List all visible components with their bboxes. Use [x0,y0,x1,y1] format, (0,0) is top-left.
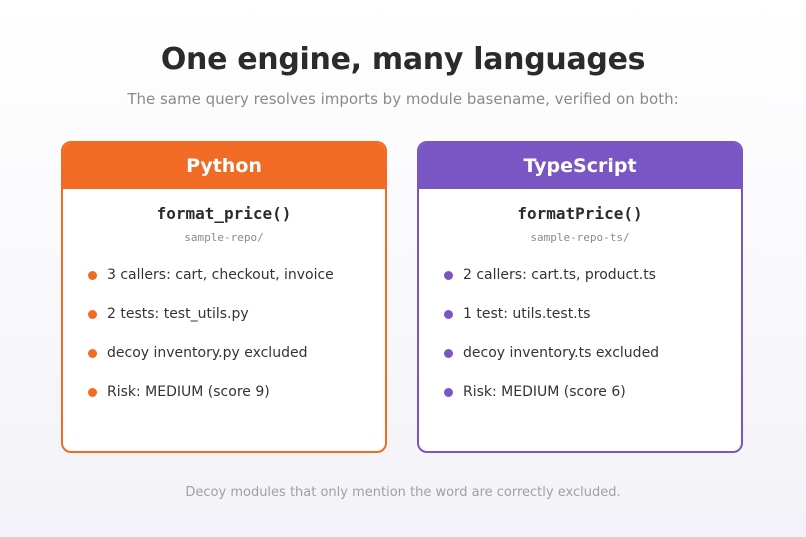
bullet-dot-icon [88,271,97,280]
python-risk-text: Risk: MEDIUM (score 9) [107,384,270,400]
python-function-name: format_price() [156,204,292,223]
typescript-tests-item: 1 test: utils.test.ts [443,303,741,342]
footer-note: Decoy modules that only mention the word… [185,485,621,500]
typescript-repo-path: sample-repo-ts/ [530,231,630,244]
typescript-tests-text: 1 test: utils.test.ts [463,306,591,322]
python-card: Python format_price() sample-repo/ 3 cal… [61,141,387,453]
page-title: One engine, many languages [160,42,646,77]
bullet-dot-icon [88,310,97,319]
typescript-callers-item: 2 callers: cart.ts, product.ts [443,264,741,303]
bullet-dot-icon [444,388,453,397]
python-result-list: 3 callers: cart, checkout, invoice 2 tes… [63,264,385,420]
page-subtitle: The same query resolves imports by modul… [127,90,679,108]
python-decoy-text: decoy inventory.py excluded [107,345,308,361]
python-risk-item: Risk: MEDIUM (score 9) [87,381,385,420]
typescript-card: TypeScript formatPrice() sample-repo-ts/… [417,141,743,453]
python-callers-text: 3 callers: cart, checkout, invoice [107,267,334,283]
python-tests-item: 2 tests: test_utils.py [87,303,385,342]
python-decoy-item: decoy inventory.py excluded [87,342,385,381]
typescript-risk-item: Risk: MEDIUM (score 6) [443,381,741,420]
bullet-dot-icon [444,271,453,280]
typescript-decoy-item: decoy inventory.ts excluded [443,342,741,381]
typescript-result-list: 2 callers: cart.ts, product.ts 1 test: u… [419,264,741,420]
bullet-dot-icon [444,349,453,358]
bullet-dot-icon [444,310,453,319]
python-callers-item: 3 callers: cart, checkout, invoice [87,264,385,303]
typescript-decoy-text: decoy inventory.ts excluded [463,345,660,361]
python-repo-path: sample-repo/ [184,231,264,244]
typescript-callers-text: 2 callers: cart.ts, product.ts [463,267,656,283]
bullet-dot-icon [88,349,97,358]
python-tests-text: 2 tests: test_utils.py [107,306,249,322]
bullet-dot-icon [88,388,97,397]
python-card-header: Python [63,143,385,189]
typescript-function-name: formatPrice() [517,204,643,223]
typescript-card-header: TypeScript [419,143,741,189]
typescript-risk-text: Risk: MEDIUM (score 6) [463,384,626,400]
